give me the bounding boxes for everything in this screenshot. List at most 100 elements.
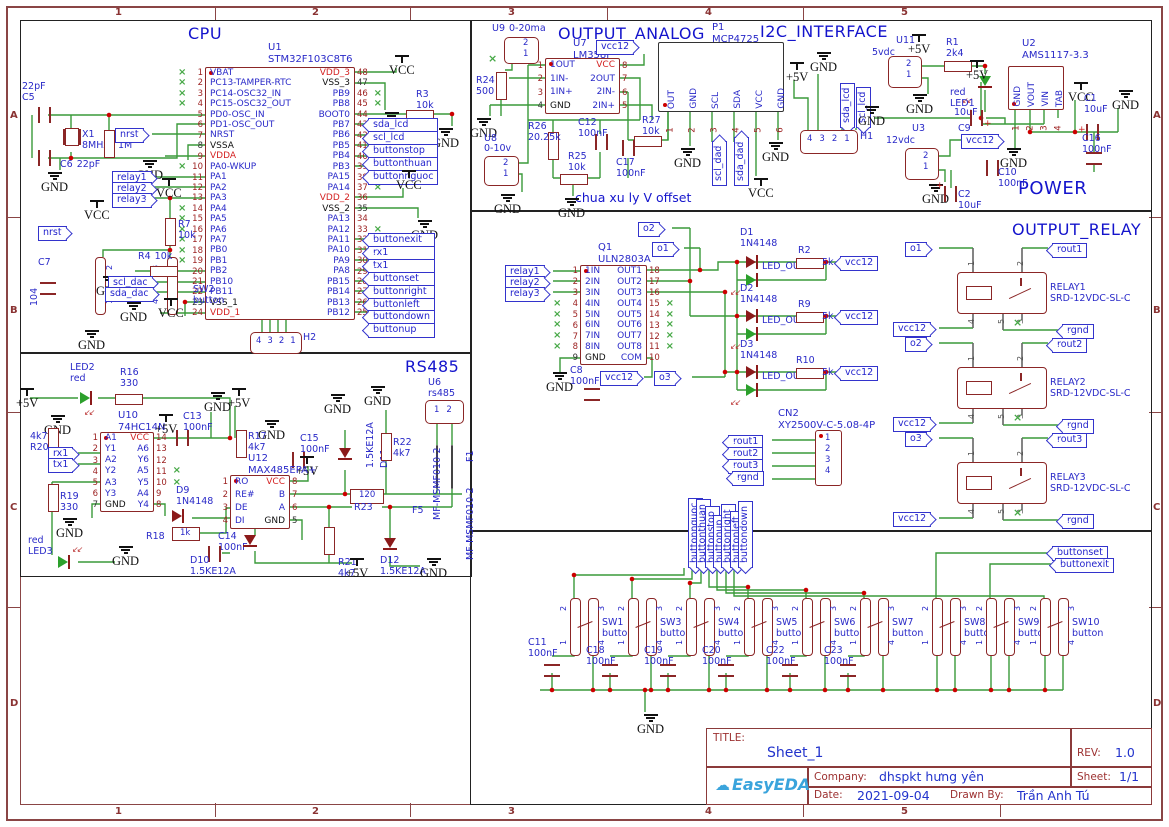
net-flag-sda-dac[interactable]: sda_dac	[105, 287, 154, 302]
net-flag-buttondown[interactable]: buttondown	[732, 501, 753, 568]
fuse-f5-ref[interactable]: F5	[412, 505, 424, 516]
net-flag-rgnd[interactable]: rgnd	[1062, 419, 1094, 434]
led1[interactable]	[978, 76, 992, 88]
led2[interactable]	[80, 391, 92, 405]
ic-pin[interactable]: ×2RE#	[222, 490, 255, 501]
cap-c19[interactable]	[660, 664, 676, 677]
vcc-symbol[interactable]: VCC	[396, 170, 422, 192]
gnd-symbol[interactable]: GND	[494, 194, 521, 216]
gnd-symbol[interactable]: GND	[810, 52, 837, 74]
p5v-symbol[interactable]: +5V	[786, 62, 808, 84]
resistor-r2[interactable]	[796, 258, 824, 269]
net-flag-vcc12[interactable]: vcc12	[840, 310, 879, 325]
net-flag-sda-dad[interactable]: sda_dad	[728, 136, 749, 186]
connector-u8-label[interactable]: U8	[484, 133, 497, 144]
net-flag-o3[interactable]: o3	[905, 432, 927, 447]
cap-c6[interactable]	[38, 150, 51, 166]
sheet-title[interactable]: Sheet_1	[767, 745, 824, 761]
gnd-symbol[interactable]: GND	[906, 94, 933, 116]
resistor-r2-value[interactable]: 5k	[822, 257, 834, 268]
net-flag-o3[interactable]: o3	[654, 371, 676, 386]
cap-c11[interactable]	[544, 664, 560, 677]
cap-c2[interactable]	[944, 186, 957, 202]
cap-c13[interactable]	[176, 430, 189, 446]
cap-c20[interactable]	[718, 664, 734, 677]
ic-pin[interactable]: ×4Y2	[92, 466, 117, 477]
net-flag-rout2[interactable]: rout2	[1052, 338, 1088, 353]
gnd-symbol[interactable]: GND	[41, 172, 68, 194]
net-flag-vcc12[interactable]: vcc12	[893, 417, 932, 432]
gnd-symbol[interactable]: GND	[470, 118, 497, 140]
cap-c9-ref[interactable]: C9	[958, 123, 971, 134]
net-flag-buttonexit[interactable]: buttonexit	[1055, 558, 1114, 573]
cap-c7[interactable]	[40, 282, 56, 295]
ic-pin[interactable]: ×9A4	[137, 488, 162, 499]
sheet-value[interactable]: 1/1	[1119, 769, 1140, 784]
vcc-symbol[interactable]: VCC	[158, 298, 184, 320]
vcc-symbol[interactable]: VCC	[748, 178, 774, 200]
resistor-r7[interactable]	[165, 218, 176, 246]
net-flag-rgnd[interactable]: rgnd	[732, 471, 764, 486]
connector-u11-ref[interactable]: U11	[896, 35, 916, 46]
ic-pin[interactable]: ×4DI	[222, 516, 245, 527]
vcc-symbol[interactable]: VCC	[156, 178, 182, 200]
gnd-symbol[interactable]: GND	[324, 394, 351, 416]
gnd-symbol[interactable]: GND	[120, 302, 147, 324]
net-flag-o1[interactable]: o1	[652, 242, 674, 257]
drawn-by-value[interactable]: Trần Anh Tú	[1017, 788, 1090, 803]
resistor-r9[interactable]	[796, 312, 824, 323]
net-flag-rout3[interactable]: rout3	[1052, 433, 1088, 448]
resistor-r18[interactable]: 1k	[172, 527, 200, 541]
resistor-r22[interactable]	[381, 433, 392, 461]
gnd-symbol[interactable]: GND	[637, 714, 664, 736]
diode-d3[interactable]	[746, 365, 758, 379]
net-flag-vcc12[interactable]: vcc12	[600, 371, 639, 386]
resistor-r27[interactable]	[634, 136, 662, 147]
